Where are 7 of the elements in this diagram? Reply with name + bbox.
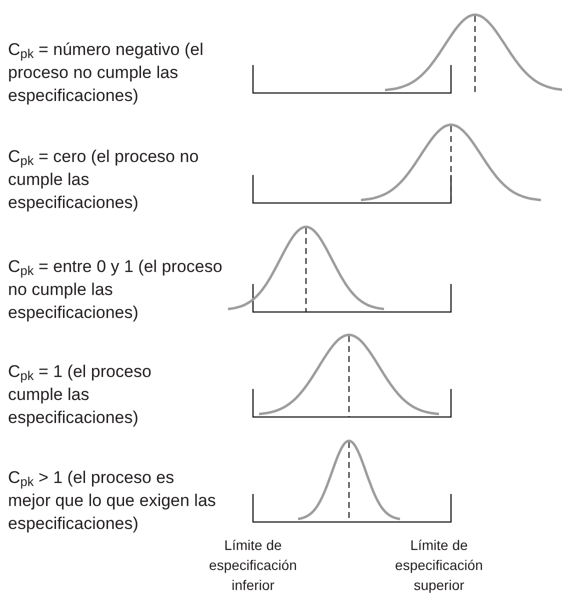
spec-limit-label: Límite de especificación superior (394, 536, 484, 595)
condition-text: C$_{pk}$ > 1 (el proceso es mejor que lo que exigen las especificaciones) (8, 467, 217, 535)
condition-text: C$_{pk}$ = entre 0 y 1 (el proceso no cumple las especificaciones) (8, 256, 223, 324)
condition-text: C$_{pk}$ = número negativo (el proceso no cumple las especificaciones) (8, 39, 204, 107)
condition-text: C$_{pk}$ = cero (el proceso no cumple las especificaciones) (8, 146, 200, 214)
spec-limit-label: Límite de especificación inferior (208, 536, 298, 595)
condition-text: C$_{pk}$ = 1 (el proceso cumple las especificaciones) (8, 361, 152, 429)
